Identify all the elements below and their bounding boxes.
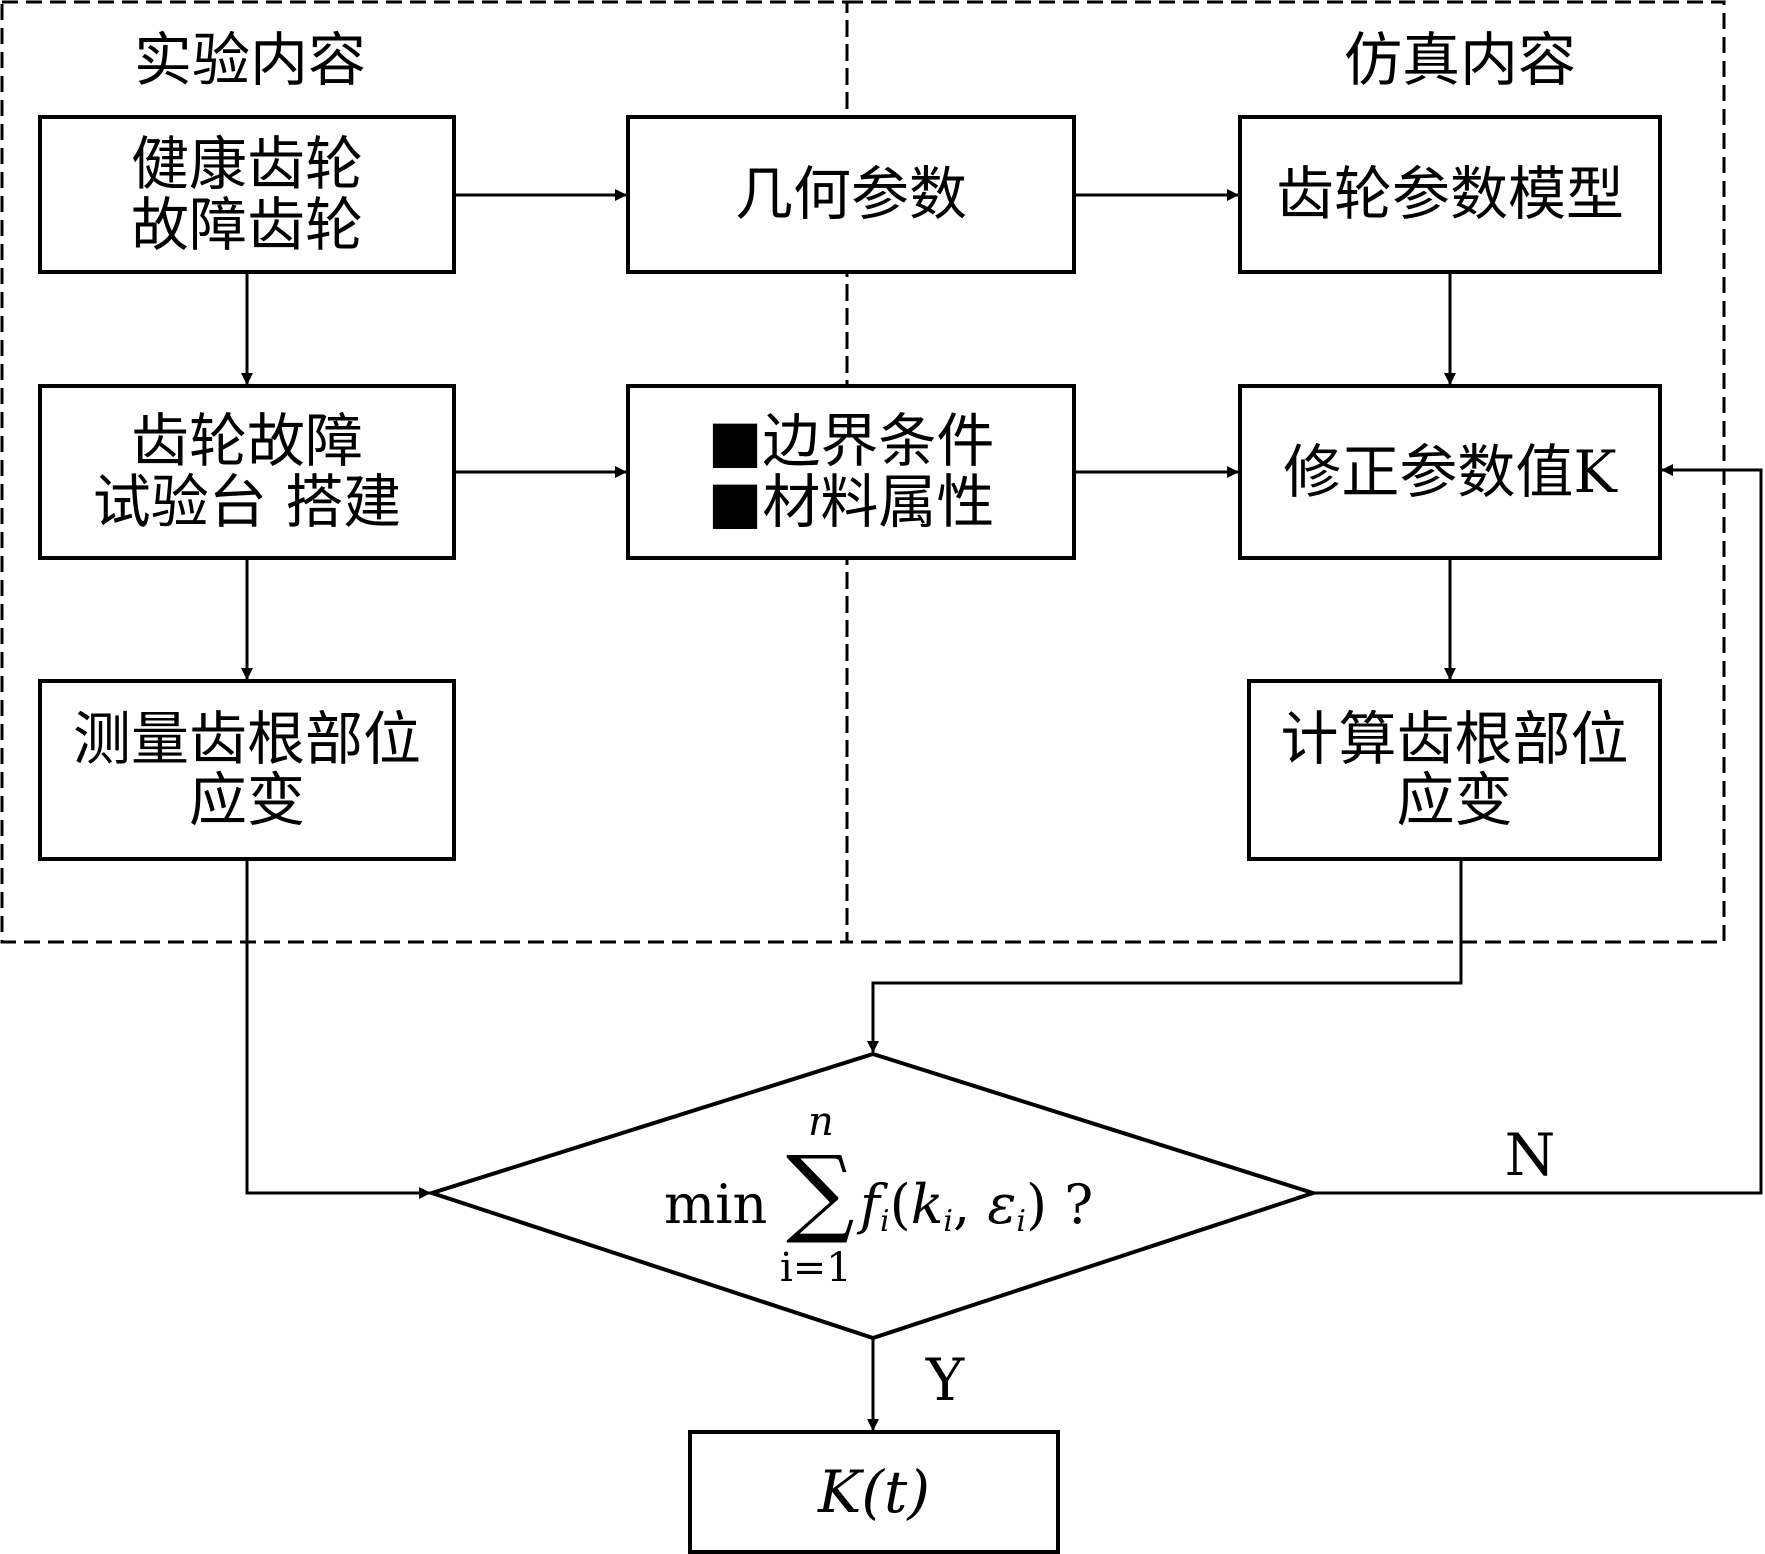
arrow-measure-to-decision	[245, 859, 431, 1199]
formula-body: fi(ki, εi) ?	[860, 1173, 1094, 1239]
no-label: N	[1504, 1120, 1556, 1189]
sigma-icon: ∑	[786, 1135, 855, 1247]
geometry-box	[626, 115, 1076, 274]
correction-box	[1238, 384, 1662, 560]
test-rig-box	[38, 384, 456, 560]
result-label: K(t)	[818, 1457, 930, 1526]
compute-box	[1247, 679, 1662, 861]
geometry-label: 几何参数	[734, 160, 967, 229]
gears-label: 健康齿轮 故障齿轮	[130, 129, 363, 259]
gear-model-label: 齿轮参数模型	[1275, 160, 1624, 229]
test-rig-label: 齿轮故障 试验台 搭建	[92, 407, 402, 536]
arrow-compute-to-decision	[867, 859, 1463, 1053]
result-box	[688, 1430, 1060, 1554]
measure-box	[38, 679, 456, 861]
simulation-heading: 仿真内容	[1343, 25, 1576, 94]
arrow-no-feedback	[1313, 464, 1763, 1195]
compute-label: 计算齿根部位 应变	[1280, 705, 1629, 834]
yes-label: Y	[925, 1345, 965, 1414]
formula-min: min	[664, 1173, 768, 1236]
experiment-heading: 实验内容	[133, 25, 366, 94]
gear-model-box	[1238, 115, 1662, 274]
correction-label: 修正参数值K	[1283, 437, 1617, 506]
formula-sum-lower: i=1	[780, 1245, 852, 1291]
experiment-frame	[0, 0, 849, 944]
decision-formula: min n ∑ i=1 fi(ki, εi) ?	[640, 1099, 1120, 1295]
formula-sum-upper: n	[808, 1099, 834, 1145]
conditions-box	[626, 384, 1076, 560]
measure-label: 测量齿根部位 应变	[72, 705, 421, 834]
simulation-frame	[845, 0, 1726, 944]
conditions-label: ■边界条件 ■材料属性	[707, 407, 995, 536]
